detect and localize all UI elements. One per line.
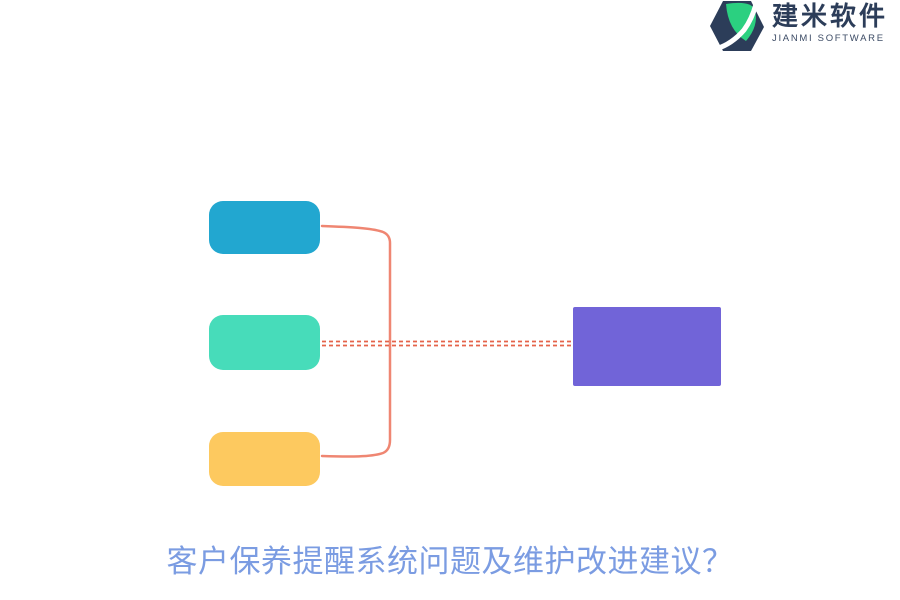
brand-name-cn: 建米软件	[772, 1, 889, 31]
jianmi-logo-icon	[710, 1, 764, 52]
node-root	[573, 307, 721, 386]
diagram-title-text[interactable]: 客户保养提醒系统问题及维护改进建议？	[166, 544, 734, 579]
brand-logo[interactable]: 建米软件 JIANMI SOFTWARE	[706, 0, 896, 55]
bracket-connector	[320, 224, 392, 458]
brand-name-en: JIANMI SOFTWARE	[772, 33, 885, 44]
brand-text-block: 建米软件 JIANMI SOFTWARE	[772, 1, 888, 45]
node-branch-middle	[209, 315, 320, 370]
logo-leaf	[726, 2, 756, 41]
logo-swoosh	[715, 3, 759, 52]
node-branch-top	[209, 201, 320, 254]
node-branch-bottom	[209, 432, 320, 486]
